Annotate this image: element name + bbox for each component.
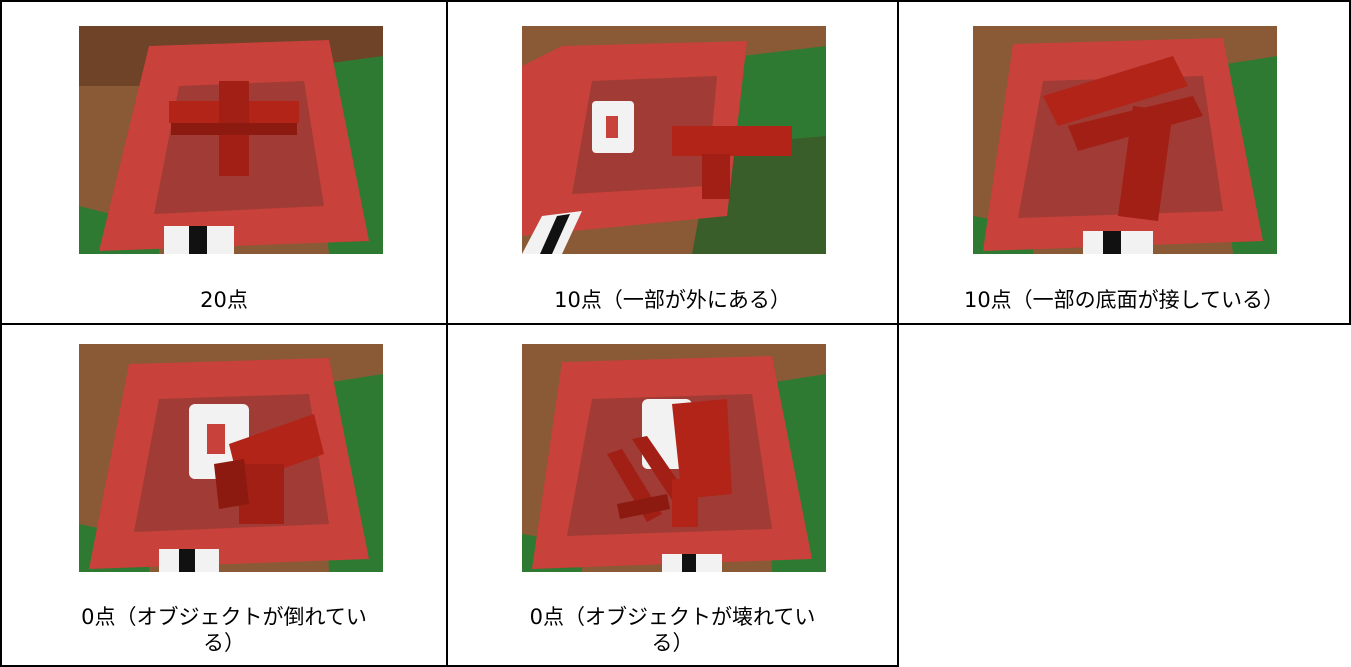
cell-caption: 0点（オブジェクトが倒れてい る） <box>2 604 446 656</box>
table-cell: 0点（オブジェクトが倒れてい る） <box>0 323 448 667</box>
caption-line: 0点（オブジェクトが倒れてい <box>81 605 367 629</box>
table-cell: 20点 <box>0 0 448 325</box>
cell-caption: 20点 <box>200 288 248 312</box>
photo-upright-object <box>79 26 383 254</box>
table-cell: 10点（一部の底面が接している） <box>897 0 1351 325</box>
photo-broken-object <box>522 344 826 572</box>
table-cell: 10点（一部が外にある） <box>446 0 899 325</box>
caption-line: る） <box>203 631 245 655</box>
photo-tilted-object <box>973 26 1277 254</box>
cell-caption: 0点（オブジェクトが壊れてい る） <box>448 604 897 656</box>
photo-partly-outside-object <box>522 26 826 254</box>
cell-caption: 10点（一部の底面が接している） <box>963 288 1285 312</box>
caption-line: 0点（オブジェクトが壊れてい <box>529 605 816 629</box>
cell-caption: 10点（一部が外にある） <box>554 288 791 312</box>
caption-line: る） <box>651 631 694 655</box>
table-cell: 0点（オブジェクトが壊れてい る） <box>446 323 899 667</box>
photo-fallen-object <box>79 344 383 572</box>
